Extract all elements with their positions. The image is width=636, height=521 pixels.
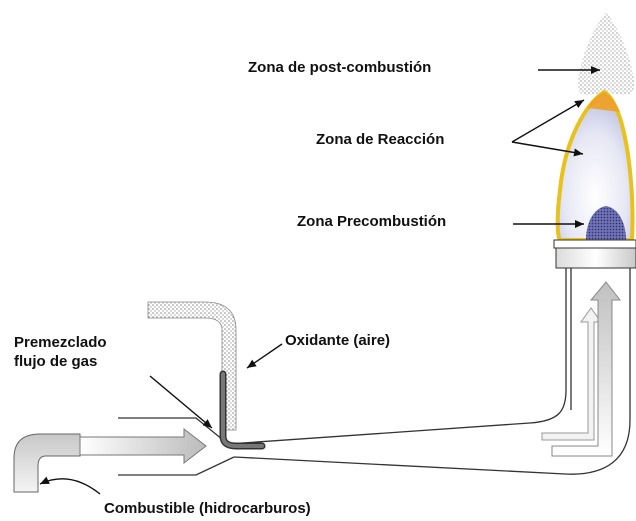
premix-tube <box>219 370 266 450</box>
burner-tube <box>227 268 631 475</box>
premixed-arrow <box>149 375 213 429</box>
reaction-arrow-top <box>511 99 585 143</box>
inlet-lines <box>118 417 235 476</box>
rising-flow-arrows <box>541 281 622 457</box>
post-combustion-label: Zona de post-combustión <box>248 59 432 76</box>
reaction-arrow-bottom <box>511 141 584 157</box>
fuel-label: Combustible (hidrocarburos) <box>104 500 311 517</box>
annotation-arrows <box>39 66 600 495</box>
premixed-label-line1: Premezclado <box>14 334 107 351</box>
post-combustion-cloud <box>577 12 635 95</box>
burner-cap <box>553 239 636 269</box>
fuel-flow-arrow <box>79 427 207 465</box>
precombustion-label: Zona Precombustión <box>297 213 447 230</box>
fuel-arrow <box>39 476 101 495</box>
oxidant-arrow <box>246 343 283 369</box>
reaction-zone-label: Zona de Reacción <box>316 131 445 148</box>
fuel-pipe <box>13 433 81 493</box>
inner-cone <box>586 206 626 240</box>
oxidant-label: Oxidante (aire) <box>285 332 391 349</box>
premixed-label-line2: flujo de gas <box>14 353 98 370</box>
